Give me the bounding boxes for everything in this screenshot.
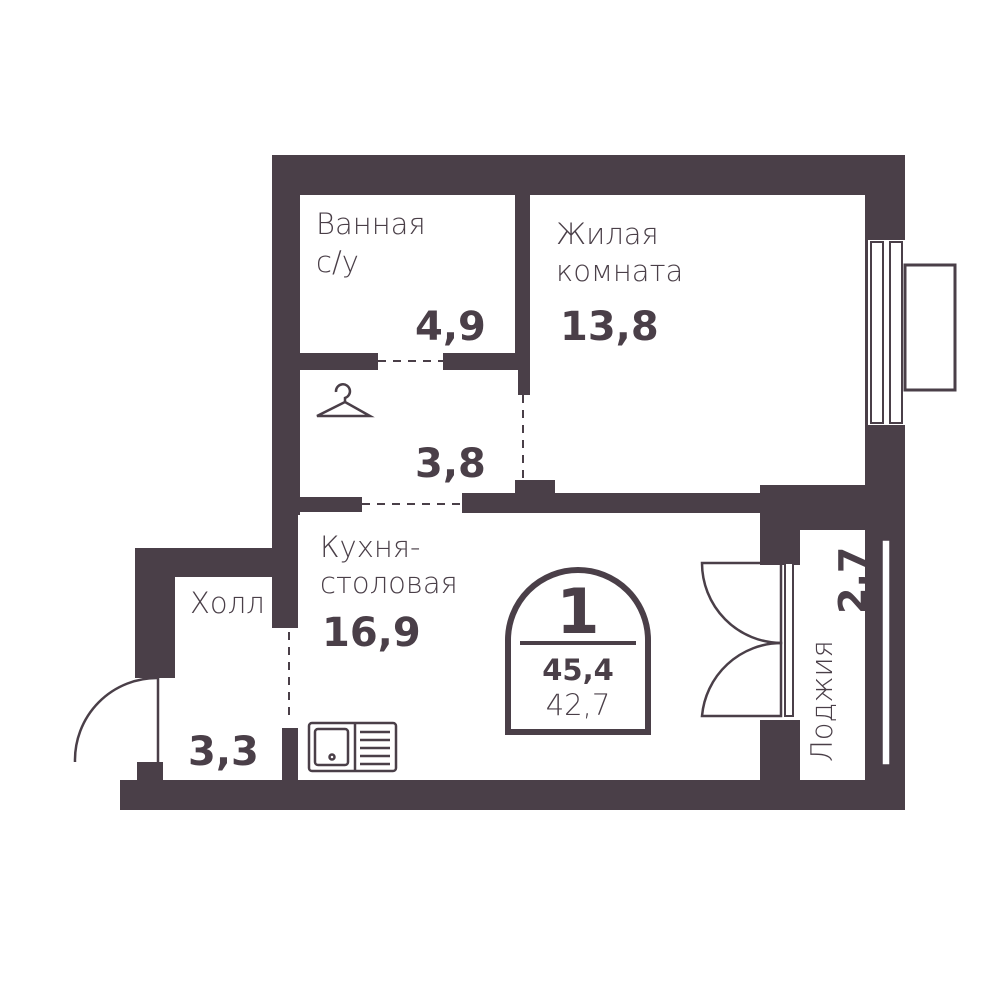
room-name-living-line1: Жилая xyxy=(556,217,659,251)
room-name-loggia: Лоджия xyxy=(805,640,839,762)
room-name-living-line2: комната xyxy=(556,254,683,288)
badge-total-area: 45,4 xyxy=(542,653,614,687)
room-area-loggia: 2,7 xyxy=(831,547,875,614)
room-name-kitchen-line2: столовая xyxy=(320,566,458,600)
window-loggia xyxy=(881,539,891,766)
window-living-room xyxy=(868,240,957,425)
room-area-living: 13,8 xyxy=(560,304,659,350)
room-name-kitchen-line1: Кухня- xyxy=(320,530,420,564)
room-name-bathroom-line1: Ванная xyxy=(316,207,426,241)
entrance-door xyxy=(73,676,160,763)
loggia-door xyxy=(700,561,794,718)
sink-icon xyxy=(307,721,398,773)
open-partitions xyxy=(288,360,524,722)
room-area-kitchen: 16,9 xyxy=(322,610,421,656)
badge-rooms-count: 1 xyxy=(556,575,599,648)
apartment-badge xyxy=(505,567,651,735)
room-area-bathroom: 4,9 xyxy=(415,304,486,350)
room-name-bathroom-line2: с/у xyxy=(316,245,359,279)
room-area-closet: 3,8 xyxy=(415,441,486,487)
badge-living-area: 42,7 xyxy=(546,688,611,722)
room-name-hall: Холл xyxy=(190,586,265,620)
room-area-hall: 3,3 xyxy=(188,729,259,775)
hanger-icon xyxy=(316,383,375,418)
